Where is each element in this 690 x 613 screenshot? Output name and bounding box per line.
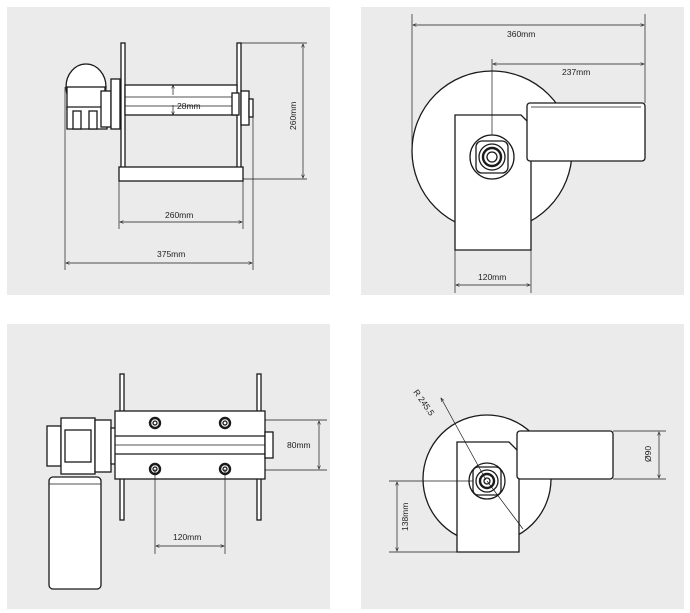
side-view-panel: 28mm 260mm 260mm 375mm	[7, 7, 330, 295]
dim-front-width: 360mm	[507, 29, 535, 39]
motor-body	[526, 102, 646, 162]
dim-motor-offset: 237mm	[562, 67, 590, 77]
front-view-drawing: 360mm 237mm 120mm	[411, 14, 646, 293]
gearbox-top	[46, 417, 120, 475]
front-view-2-panel: R 245.5 Ø90 138mm	[361, 324, 684, 609]
dim-overall-width: 375mm	[157, 249, 185, 259]
dim-rail-spacing: 80mm	[287, 440, 311, 450]
base-frame	[118, 166, 244, 182]
dim-shaft-height: 138mm	[400, 503, 410, 531]
top-view-drawing: 80mm 120mm	[46, 373, 327, 590]
motor-top	[48, 476, 102, 590]
hub	[469, 134, 515, 180]
motor-side	[65, 63, 121, 130]
top-view-panel: 80mm 120mm	[7, 324, 330, 609]
dim-drum-radius: R 245.5	[411, 387, 436, 417]
dim-pipe-diameter: 28mm	[177, 101, 201, 111]
dim-height: 260mm	[288, 102, 298, 130]
dim-hole-spacing: 120mm	[173, 532, 201, 542]
side-view-drawing: 28mm 260mm 260mm 375mm	[64, 42, 307, 270]
dim-drum-width: 260mm	[165, 210, 193, 220]
front-view-2-drawing: R 245.5 Ø90 138mm	[389, 387, 666, 553]
motor-body-2	[516, 430, 614, 480]
front-view-panel: 360mm 237mm 120mm	[361, 7, 684, 295]
dim-base-width: 120mm	[478, 272, 506, 282]
dim-motor-diameter: Ø90	[643, 446, 653, 462]
drum-core	[124, 84, 238, 116]
